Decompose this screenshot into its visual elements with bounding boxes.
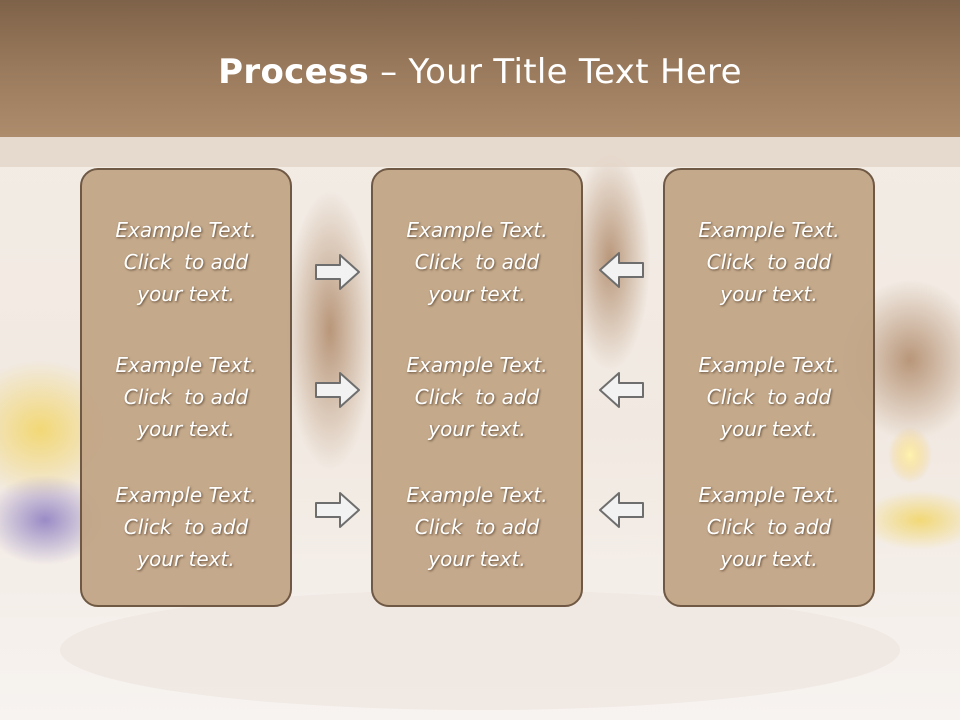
text-line: Example Text.: [115, 218, 257, 242]
text-line: Click to add: [414, 515, 540, 539]
title-rest: – Your Title Text Here: [369, 52, 742, 92]
text-line: Example Text.: [698, 483, 840, 507]
text-line: your text.: [428, 547, 526, 571]
text-line: Click to add: [414, 385, 540, 409]
text-line: your text.: [720, 417, 818, 441]
title-strip: [0, 137, 960, 167]
arrow-right-icon[interactable]: [314, 252, 362, 292]
text-placeholder[interactable]: Example Text. Click to add your text.: [665, 214, 873, 310]
text-line: Click to add: [123, 250, 249, 274]
text-line: your text.: [137, 547, 235, 571]
text-line: Example Text.: [406, 353, 548, 377]
process-box-left[interactable]: Example Text. Click to add your text. Ex…: [80, 168, 292, 607]
text-line: your text.: [428, 282, 526, 306]
text-placeholder[interactable]: Example Text. Click to add your text.: [665, 349, 873, 445]
arrow-right-icon[interactable]: [314, 370, 362, 410]
slide-title[interactable]: Process – Your Title Text Here: [0, 52, 960, 92]
process-box-middle[interactable]: Example Text. Click to add your text. Ex…: [371, 168, 583, 607]
text-line: Click to add: [706, 515, 832, 539]
text-line: Click to add: [123, 515, 249, 539]
text-line: Example Text.: [698, 353, 840, 377]
arrow-left-icon[interactable]: [597, 370, 645, 410]
text-line: Example Text.: [115, 483, 257, 507]
title-bar: [0, 0, 960, 137]
text-placeholder[interactable]: Example Text. Click to add your text.: [373, 479, 581, 575]
arrow-left-icon[interactable]: [597, 250, 645, 290]
title-bold: Process: [218, 52, 370, 92]
text-line: your text.: [137, 417, 235, 441]
process-box-right[interactable]: Example Text. Click to add your text. Ex…: [663, 168, 875, 607]
text-line: Example Text.: [698, 218, 840, 242]
text-line: Example Text.: [115, 353, 257, 377]
arrow-left-icon[interactable]: [597, 490, 645, 530]
text-placeholder[interactable]: Example Text. Click to add your text.: [82, 349, 290, 445]
text-line: your text.: [720, 282, 818, 306]
text-line: your text.: [720, 547, 818, 571]
text-placeholder[interactable]: Example Text. Click to add your text.: [665, 479, 873, 575]
text-placeholder[interactable]: Example Text. Click to add your text.: [82, 214, 290, 310]
arrow-right-icon[interactable]: [314, 490, 362, 530]
text-line: Click to add: [123, 385, 249, 409]
text-line: your text.: [137, 282, 235, 306]
text-line: Click to add: [706, 250, 832, 274]
text-line: Example Text.: [406, 218, 548, 242]
text-placeholder[interactable]: Example Text. Click to add your text.: [82, 479, 290, 575]
text-line: Click to add: [706, 385, 832, 409]
text-line: your text.: [428, 417, 526, 441]
text-line: Click to add: [414, 250, 540, 274]
text-placeholder[interactable]: Example Text. Click to add your text.: [373, 214, 581, 310]
text-line: Example Text.: [406, 483, 548, 507]
text-placeholder[interactable]: Example Text. Click to add your text.: [373, 349, 581, 445]
